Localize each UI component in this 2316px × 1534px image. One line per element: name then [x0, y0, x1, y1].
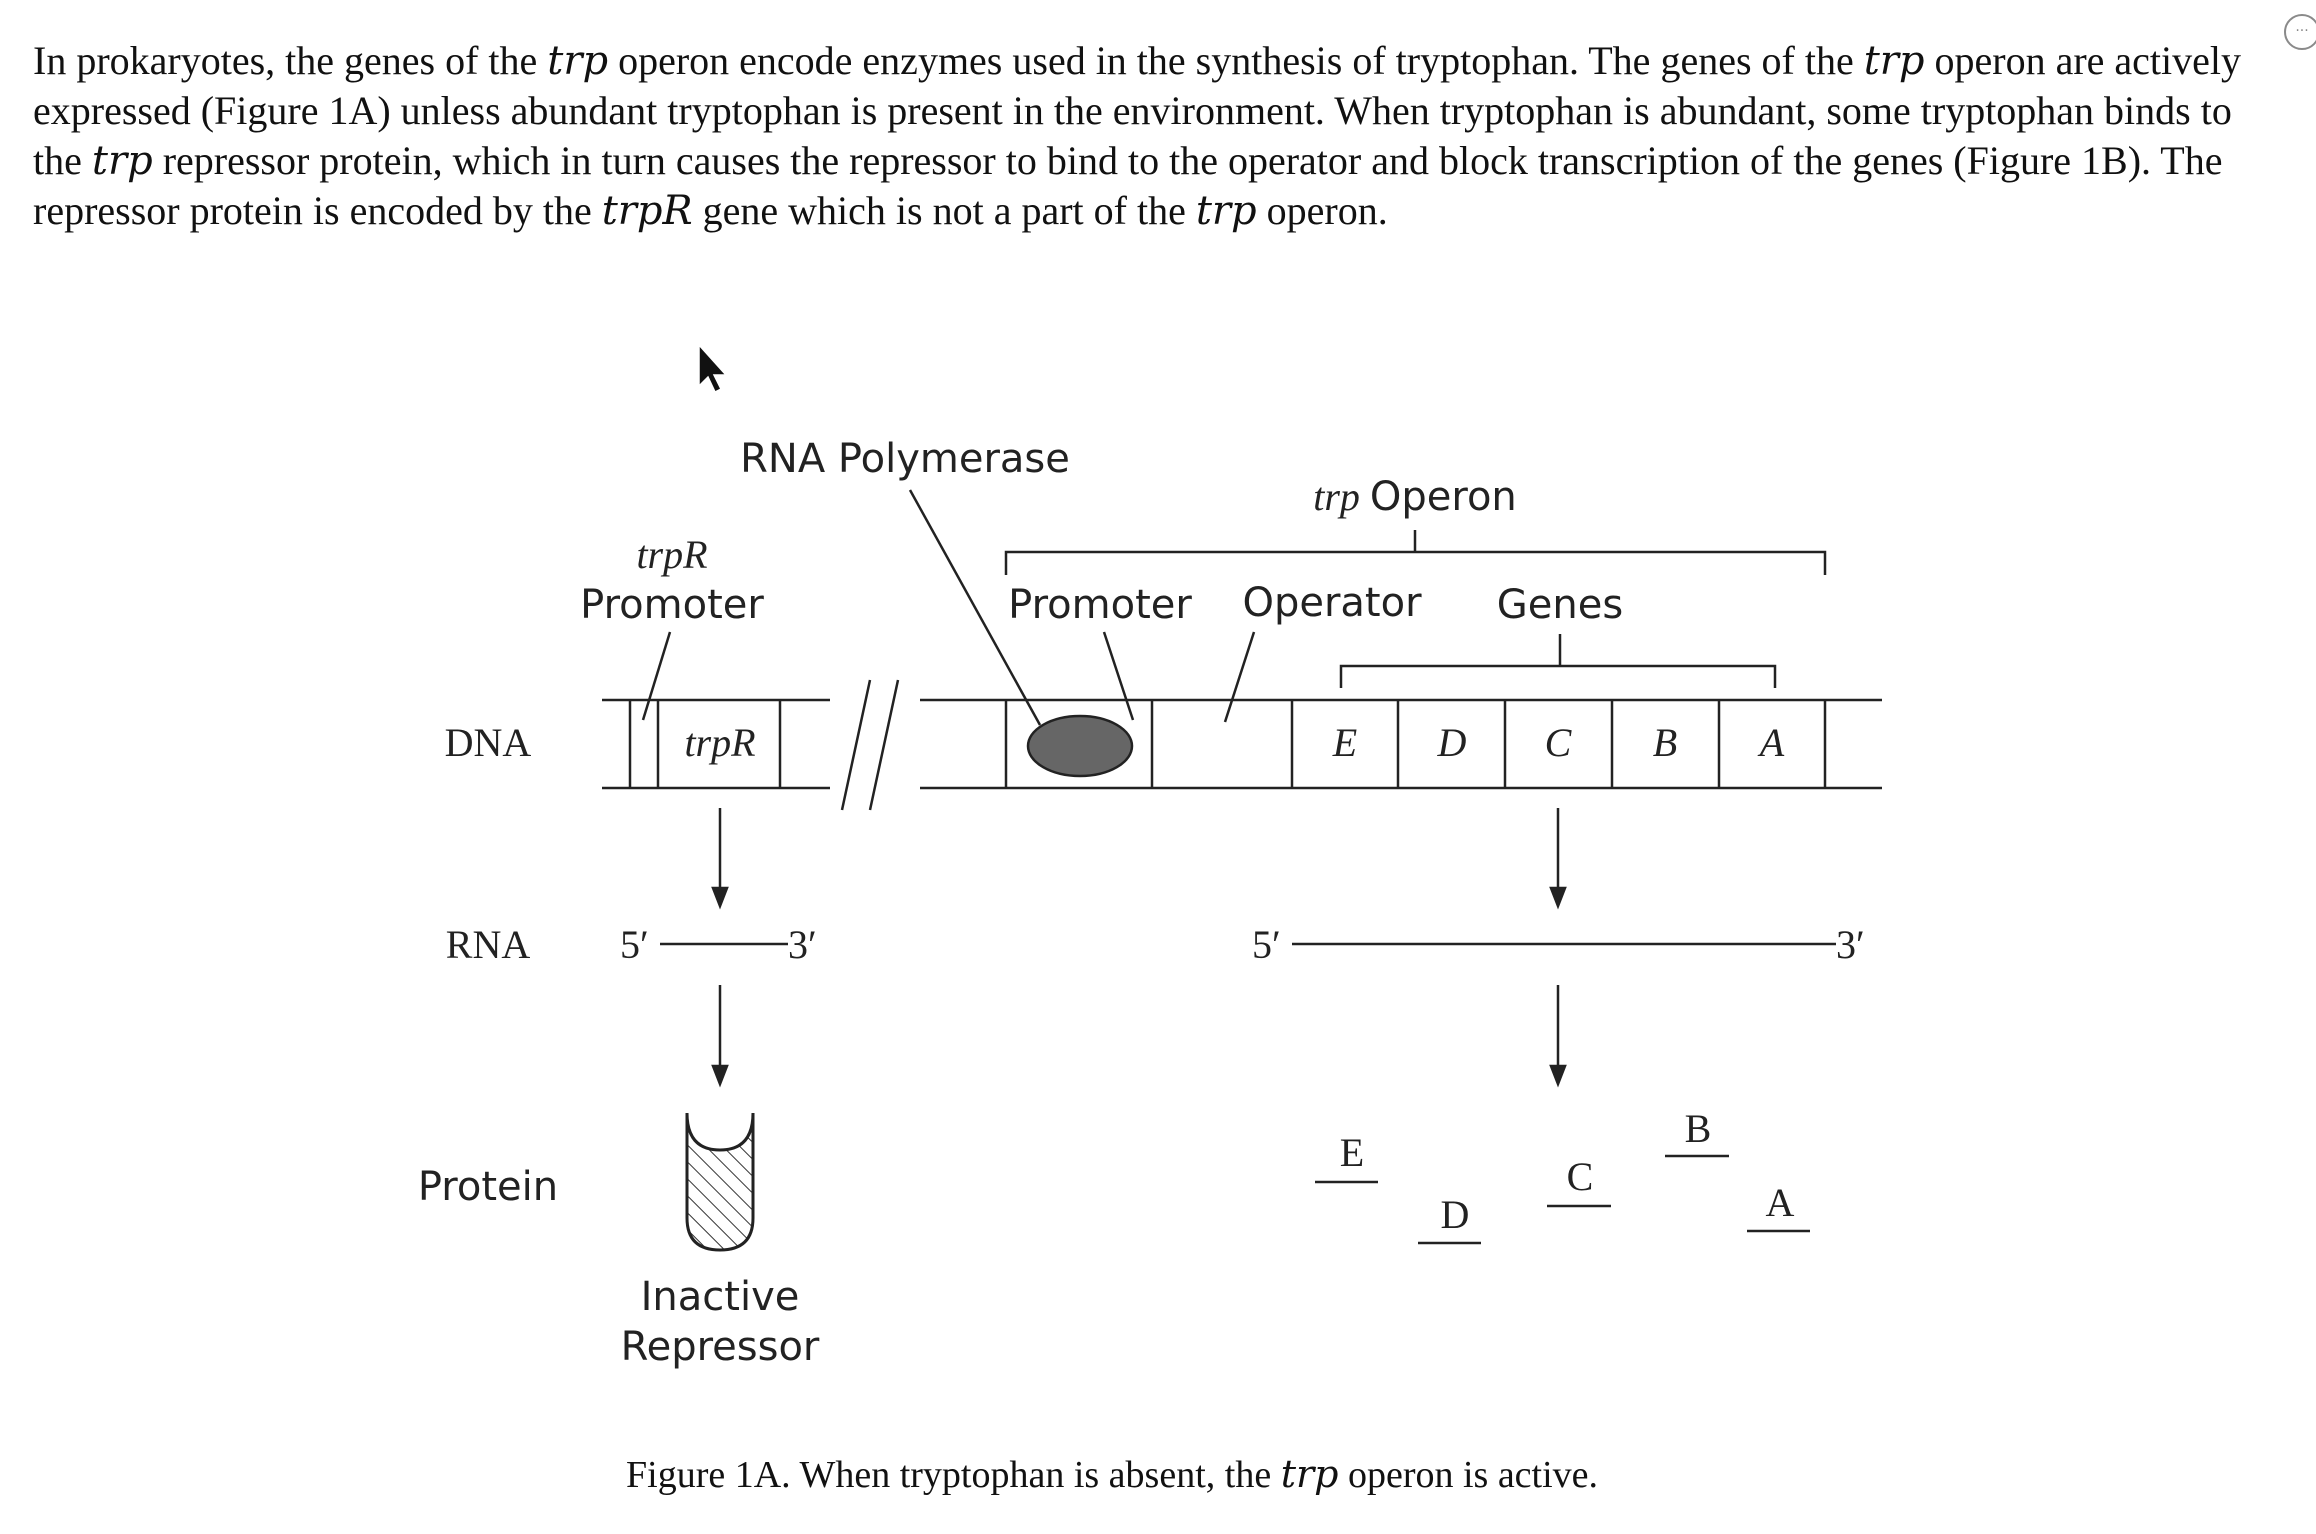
intro-text: gene which is not a part of the	[692, 188, 1196, 233]
trpR-promoter-italic: trpR	[636, 532, 707, 577]
operator-pointer	[1223, 631, 1256, 723]
protein-e: E	[1340, 1130, 1364, 1175]
flow-arrows	[711, 808, 1567, 1088]
protein-products: E D C B A	[1315, 1106, 1810, 1245]
row-label-rna: RNA	[446, 922, 531, 967]
gene-box-e: E	[1332, 720, 1357, 765]
gene-box-c: C	[1545, 720, 1573, 765]
gene-box-labels: E D C B A	[1332, 720, 1785, 765]
genes-label: Genes	[1497, 582, 1623, 628]
trpR-gene-label: trpR	[684, 720, 755, 765]
gene-box-b: B	[1653, 720, 1677, 765]
inactive-label: Inactive	[641, 1274, 800, 1320]
rna-polymerase-blob	[1026, 714, 1134, 778]
rna-left-5prime: 5′	[620, 922, 649, 967]
trp-term: trp	[1195, 188, 1257, 234]
intro-text: operon.	[1256, 188, 1388, 233]
rna-polymerase-pointer	[908, 489, 1042, 726]
rna-left-3prime: 3′	[788, 922, 817, 967]
caption-trp-term: trp	[1280, 1452, 1339, 1496]
dna-break-mark	[840, 679, 900, 811]
protein-d: D	[1441, 1192, 1470, 1237]
gene-box-a: A	[1757, 720, 1785, 765]
dna-right-segment	[920, 698, 1882, 790]
dna-left-segment	[602, 698, 830, 790]
protein-c: C	[1567, 1154, 1594, 1199]
trpR-promoter-label: Promoter	[580, 582, 764, 628]
gene-box-d: D	[1437, 720, 1467, 765]
figure-caption: Figure 1A. When tryptophan is absent, th…	[626, 1452, 1598, 1497]
trpR-promoter-pointer	[641, 631, 672, 721]
intro-text: operon are actively expressed (Figure 1A…	[33, 38, 2242, 183]
trpR-term: trpR	[601, 188, 693, 234]
more-options-button[interactable]: ···	[2284, 14, 2316, 50]
intro-paragraph: In prokaryotes, the genes of the trp ope…	[33, 36, 2283, 236]
cursor-arrow-icon	[698, 343, 728, 394]
caption-text: operon is active.	[1338, 1454, 1599, 1496]
rna-right-3prime: 3′	[1836, 922, 1865, 967]
inactive-repressor-shape	[685, 1112, 755, 1252]
intro-text: operon encode enzymes used in the synthe…	[608, 38, 1864, 83]
protein-b: B	[1685, 1106, 1712, 1151]
promoter-label: Promoter	[1008, 582, 1192, 628]
operon-bracket	[1004, 530, 1827, 575]
intro-text: repressor protein, which in turn causes …	[33, 138, 2223, 233]
protein-a: A	[1766, 1180, 1795, 1225]
genes-bracket	[1339, 634, 1777, 688]
repressor-label: Repressor	[621, 1324, 820, 1370]
trp-term: trp	[547, 38, 609, 84]
intro-text: In prokaryotes, the genes of the	[33, 38, 548, 83]
row-label-dna: DNA	[445, 720, 532, 765]
rna-right-5prime: 5′	[1252, 922, 1281, 967]
row-label-protein: Protein	[418, 1164, 558, 1210]
operator-label: Operator	[1242, 580, 1422, 626]
caption-text: Figure 1A. When tryptophan is absent, th…	[626, 1454, 1281, 1496]
rna-polymerase-label: RNA Polymerase	[740, 436, 1070, 482]
promoter-pointer	[1102, 631, 1135, 721]
trp-term: trp	[1863, 38, 1925, 84]
trp-term: trp	[91, 138, 153, 184]
